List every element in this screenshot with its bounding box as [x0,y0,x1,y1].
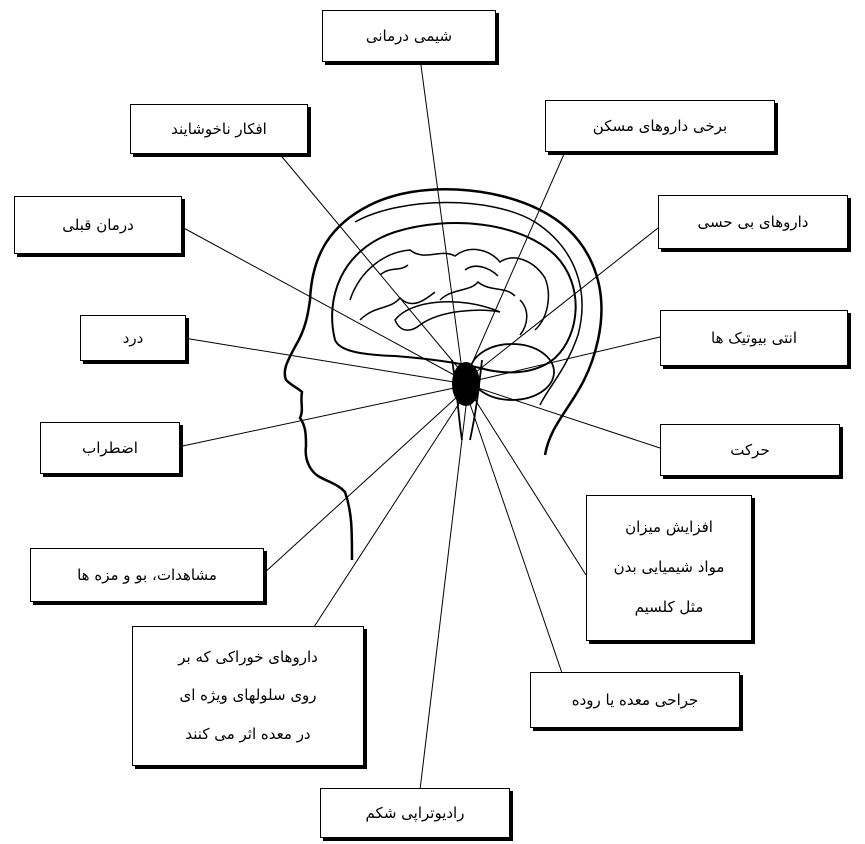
connector-anxiety [177,387,455,448]
connector-motion [477,387,661,449]
oral-drugs-line-1: داروهای خوراکی که بر [178,647,318,666]
body-chemicals-line-2: مواد شیمیایی بدن [613,558,725,577]
connector-oral-drugs [311,401,461,631]
label-abdominal-radiotherapy: رادیوتراپی شکم [320,788,510,838]
label-unpleasant-thoughts: افکار ناخوشایند [130,104,308,154]
brain-outline [331,222,577,374]
label-motion: حرکت [660,424,840,476]
label-painkillers: برخی داروهای مسکن [545,100,775,152]
label-antibiotics: انتی بیوتیک ها [660,310,848,366]
brain-gyri [349,248,550,336]
vomiting-center [452,362,480,406]
connector-pain [183,337,455,383]
body-chemicals-line-3: مثل کلسیم [634,598,704,617]
label-anxiety: اضطراب [40,422,180,474]
connector-gi-surgery [469,403,563,674]
connector-smell-taste [261,395,459,576]
corpus-callosum [394,301,501,331]
body-chemicals-line-1: افزایش میزان [625,518,713,537]
label-smell-taste: مشاهدات، بو و مزه ها [30,548,264,602]
label-gi-surgery: جراحی معده یا روده [530,672,740,728]
connector-anesthetics [475,227,659,373]
connector-chemotherapy [419,57,463,371]
head-outline [283,187,603,561]
connector-prior-treatment [179,225,457,377]
label-anesthetics: داروهای بی حسی [658,195,848,249]
label-chemotherapy: شیمی درمانی [322,10,496,62]
connector-antibiotics [477,336,661,381]
head-inner-outline [354,201,583,406]
connector-body-chemicals [473,397,587,576]
label-body-chemicals: افزایش میزان مواد شیمیایی بدن مثل کلسیم [586,495,752,641]
label-pain: درد [80,315,186,361]
connector-painkillers [469,144,569,369]
label-prior-treatment: درمان قبلی [14,196,182,254]
connector-abdominal-radiotherapy [419,405,467,791]
label-oral-drugs: داروهای خوراکی که بر روی سلولهای ویژه ای… [132,626,364,766]
oral-drugs-line-3: در معده اثر می کنند [185,724,311,743]
oral-drugs-line-2: روی سلولهای ویژه ای [179,686,317,705]
connector-unpleasant-thoughts [277,151,461,371]
